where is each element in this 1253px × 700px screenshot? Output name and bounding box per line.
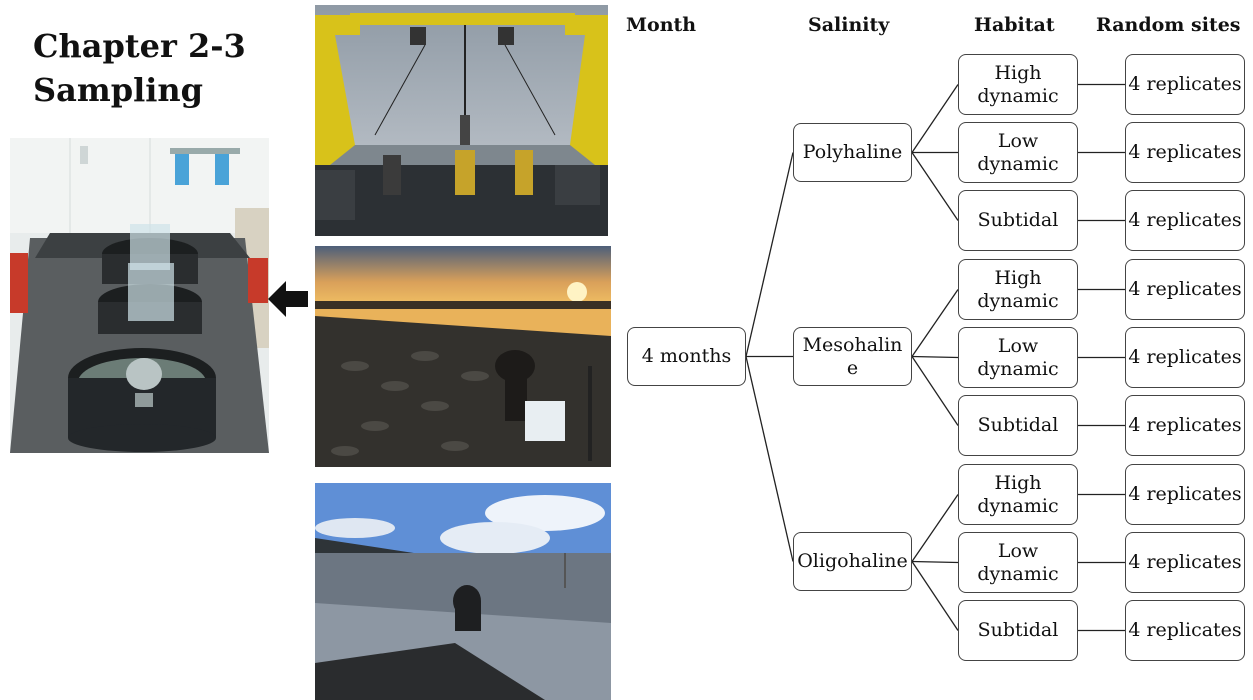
node-replicates: 4 replicates: [1125, 395, 1245, 456]
node-habitat: Subtidal: [958, 190, 1078, 251]
node-replicates-label: 4 replicates: [1128, 483, 1242, 505]
node-habitat: Subtidal: [958, 600, 1078, 661]
node-habitat: High dynamic: [958, 259, 1078, 320]
header-habitat: Habitat: [974, 14, 1055, 36]
salinity-habitat-connector: [911, 355, 959, 359]
node-habitat-label: Low dynamic: [977, 539, 1059, 585]
slide-title: Chapter 2-3 Sampling: [33, 24, 246, 112]
node-habitat: High dynamic: [958, 464, 1078, 525]
node-replicates: 4 replicates: [1125, 464, 1245, 525]
salinity-habitat-connector: [911, 289, 959, 357]
node-habitat: Low dynamic: [958, 327, 1078, 388]
salinity-habitat-connector: [911, 356, 959, 426]
node-salinity: Mesohalin e: [793, 327, 912, 386]
node-replicates: 4 replicates: [1125, 259, 1245, 320]
node-replicates: 4 replicates: [1125, 190, 1245, 251]
node-replicates-label: 4 replicates: [1128, 551, 1242, 573]
node-replicates-label: 4 replicates: [1128, 619, 1242, 641]
node-month: 4 months: [627, 327, 746, 386]
node-habitat-label: High dynamic: [977, 61, 1059, 107]
salinity-habitat-connector: [911, 84, 959, 153]
river-bank-photo: [315, 483, 611, 700]
node-habitat-label: High dynamic: [977, 471, 1059, 517]
salinity-habitat-connector: [911, 561, 959, 631]
node-replicates: 4 replicates: [1125, 122, 1245, 183]
node-habitat: Low dynamic: [958, 532, 1078, 593]
header-month: Month: [626, 14, 697, 36]
node-replicates-label: 4 replicates: [1128, 278, 1242, 300]
node-habitat-label: Subtidal: [977, 209, 1059, 231]
research-vessel-photo: [315, 5, 608, 236]
node-habitat-label: Low dynamic: [977, 129, 1059, 175]
node-salinity: Oligohaline: [793, 532, 912, 591]
node-habitat: Low dynamic: [958, 122, 1078, 183]
node-habitat-label: Low dynamic: [977, 334, 1059, 380]
node-habitat-label: Subtidal: [977, 414, 1059, 436]
node-replicates-label: 4 replicates: [1128, 73, 1242, 95]
node-habitat-label: High dynamic: [977, 266, 1059, 312]
arrow-left-icon: [268, 279, 308, 323]
node-salinity: Polyhaline: [793, 123, 912, 182]
node-replicates-label: 4 replicates: [1128, 141, 1242, 163]
node-replicates: 4 replicates: [1125, 600, 1245, 661]
node-replicates-label: 4 replicates: [1128, 346, 1242, 368]
node-salinity-label: Polyhaline: [802, 141, 903, 163]
node-replicates: 4 replicates: [1125, 327, 1245, 388]
node-replicates-label: 4 replicates: [1128, 414, 1242, 436]
salinity-habitat-connector: [911, 494, 959, 562]
node-salinity-label: Mesohalin e: [802, 333, 903, 379]
mudflat-sunset-photo: [315, 246, 611, 467]
node-replicates: 4 replicates: [1125, 54, 1245, 115]
month-salinity-connector: [745, 356, 794, 562]
lab-mesocosm-photo: [10, 138, 269, 453]
node-salinity-label: Oligohaline: [797, 550, 908, 572]
node-habitat: High dynamic: [958, 54, 1078, 115]
node-habitat-label: Subtidal: [977, 619, 1059, 641]
node-habitat: Subtidal: [958, 395, 1078, 456]
salinity-habitat-connector: [911, 560, 959, 564]
month-salinity-connector: [745, 152, 794, 357]
header-random-sites: Random sites: [1096, 14, 1241, 36]
salinity-habitat-connector: [911, 152, 959, 221]
node-replicates-label: 4 replicates: [1128, 209, 1242, 231]
node-replicates: 4 replicates: [1125, 532, 1245, 593]
title-line-1: Chapter 2-3: [33, 27, 246, 65]
title-line-2: Sampling: [33, 71, 204, 109]
header-salinity: Salinity: [808, 14, 890, 36]
node-month-label: 4 months: [641, 345, 732, 367]
